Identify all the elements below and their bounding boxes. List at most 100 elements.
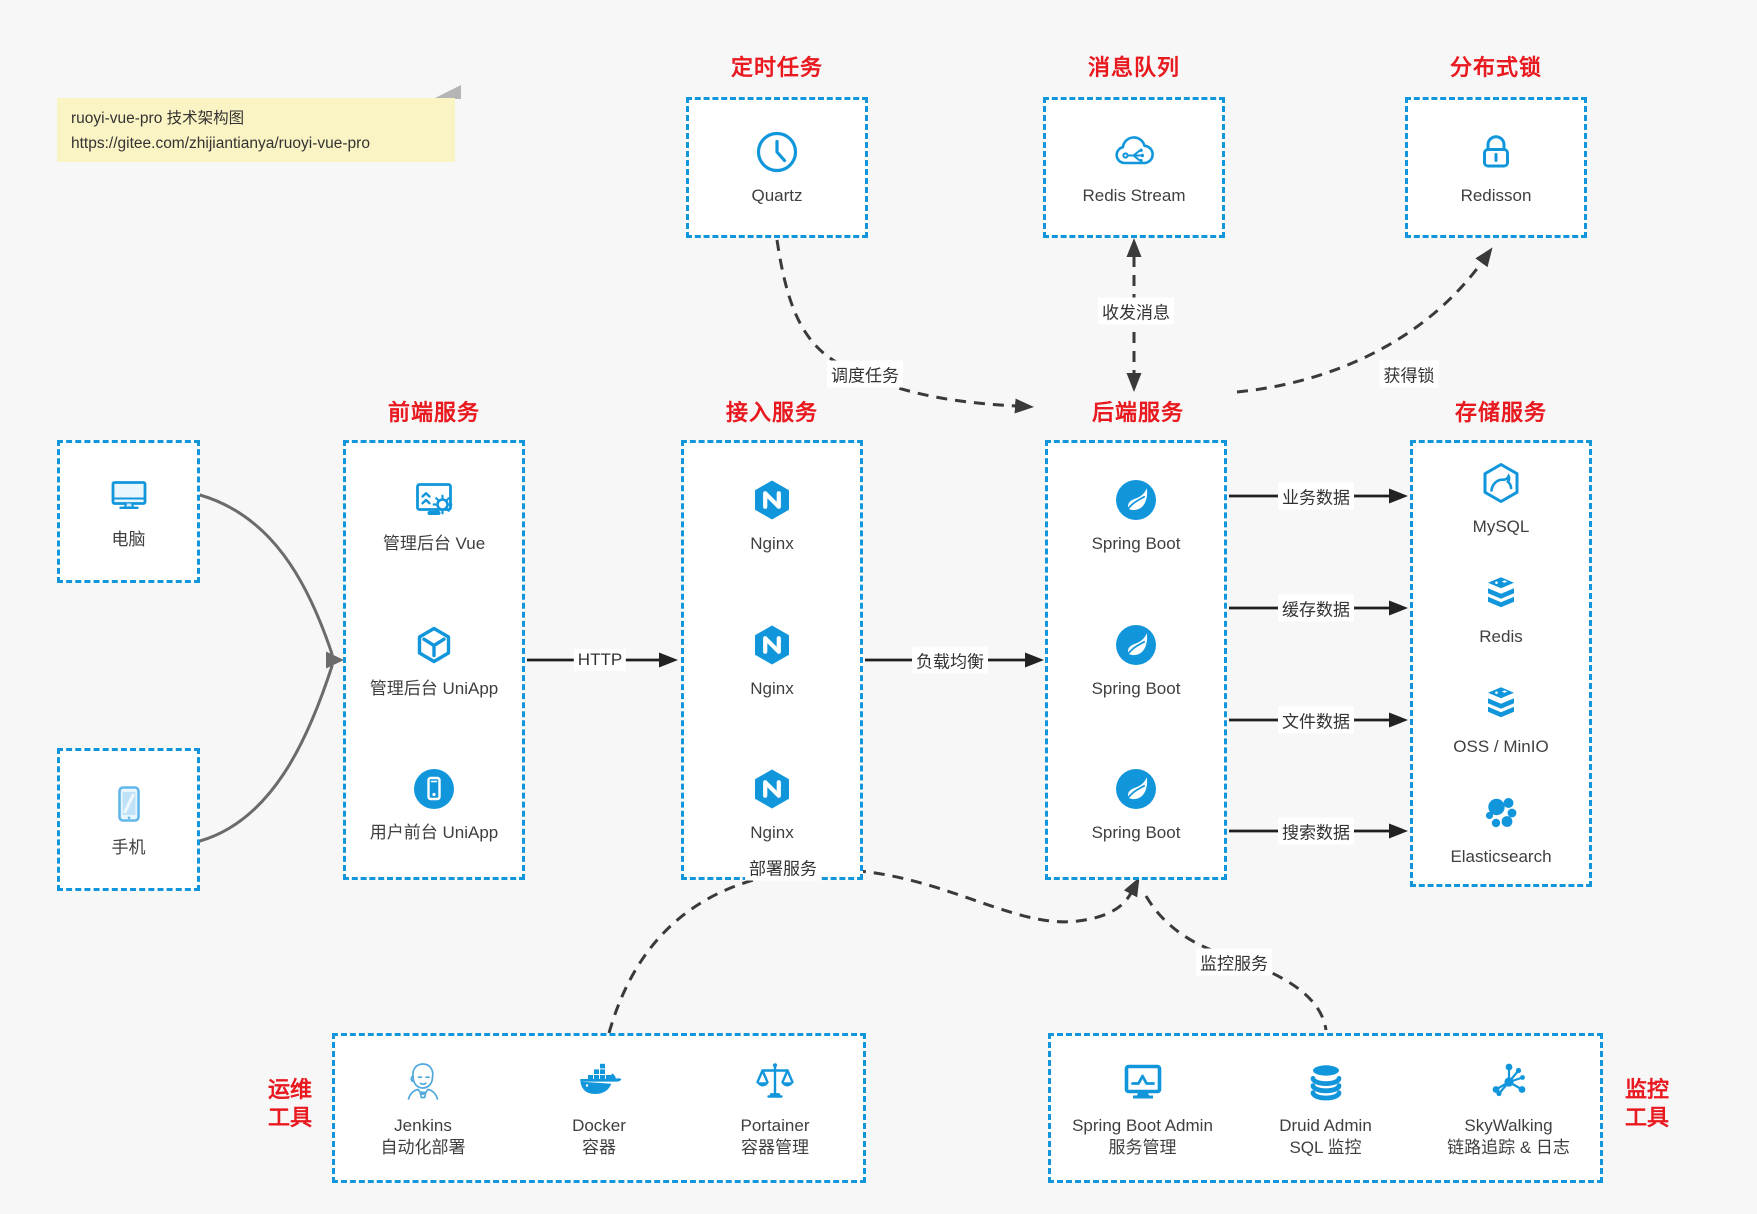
item-label: Spring Boot: [1091, 823, 1181, 843]
list-item: Nginx: [684, 588, 860, 733]
list-item: 管理后台 Vue: [346, 443, 522, 588]
item-label: Spring Boot: [1091, 678, 1181, 698]
item-label: 管理后台 Vue: [382, 533, 486, 553]
list-item: Spring Boot: [1048, 732, 1224, 877]
spring-boot-icon: [1112, 765, 1160, 813]
storage-box: MySQL Redis OSS / MinIO Elasticsearch: [1410, 440, 1592, 887]
list-item: Spring Boot Admin 服务管理: [1051, 1036, 1234, 1180]
pc-box: 电脑: [57, 440, 200, 583]
quartz-box: Quartz: [686, 97, 868, 238]
title-lock: 分布式锁: [1449, 55, 1543, 80]
item-sublabel: 自动化部署: [380, 1137, 466, 1157]
list-item: 电脑: [60, 443, 197, 580]
list-item: Redisson: [1408, 100, 1584, 235]
item-label: SkyWalking: [1464, 1115, 1553, 1135]
list-item: SkyWalking 链路追踪 & 日志: [1417, 1036, 1600, 1180]
lock-icon: [1472, 128, 1520, 176]
list-item: Jenkins 自动化部署: [335, 1036, 511, 1180]
item-label: Docker: [572, 1115, 626, 1135]
edge-label-messaging: 收发消息: [1098, 297, 1174, 325]
list-item: Redis Stream: [1046, 100, 1222, 235]
list-item: Elasticsearch: [1413, 774, 1589, 884]
item-label: Quartz: [751, 186, 803, 205]
gateway-box: Nginx Nginx Nginx: [681, 440, 863, 880]
list-item: Spring Boot: [1048, 588, 1224, 733]
item-label: Druid Admin: [1279, 1115, 1372, 1135]
sticky-note: ruoyi-vue-pro 技术架构图 https://gitee.com/zh…: [57, 98, 455, 162]
list-item: Docker 容器: [511, 1036, 687, 1180]
edge-label-load-balance: 负载均衡: [912, 646, 988, 674]
title-storage: 存储服务: [1454, 400, 1548, 425]
item-label: Redis Stream: [1082, 186, 1186, 205]
client-merge-arrowhead: [326, 651, 344, 669]
list-item: Nginx: [684, 732, 860, 877]
item-sublabel: SQL 监控: [1289, 1137, 1362, 1157]
list-item: 用户前台 UniApp: [346, 732, 522, 877]
item-label: Nginx: [750, 533, 794, 553]
monitor-tools-box: Spring Boot Admin 服务管理 Druid Admin SQL 监…: [1048, 1033, 1603, 1183]
desktop-icon: [105, 472, 153, 520]
edge-label-cache-data: 缓存数据: [1278, 594, 1354, 622]
cloud-network-icon: [1110, 128, 1158, 176]
list-item: Quartz: [689, 100, 865, 235]
docker-icon: [575, 1058, 623, 1106]
note-url: https://gitee.com/zhijiantianya/ruoyi-vu…: [71, 135, 370, 152]
nginx-icon: [748, 765, 796, 813]
spring-boot-admin-icon: [1119, 1058, 1167, 1106]
edge-label-deploy: 部署服务: [745, 853, 821, 881]
ops-tools-box: Jenkins 自动化部署 Docker 容器 Portainer 容器管理: [332, 1033, 866, 1183]
title-frontend: 前端服务: [387, 400, 481, 425]
item-label: OSS / MinIO: [1453, 737, 1549, 757]
item-sublabel: 容器管理: [740, 1137, 809, 1157]
druid-database-icon: [1302, 1058, 1350, 1106]
note-title: ruoyi-vue-pro 技术架构图: [71, 110, 245, 127]
item-sublabel: 容器: [581, 1137, 616, 1157]
redisson-box: Redisson: [1405, 97, 1587, 238]
redis-stream-box: Redis Stream: [1043, 97, 1225, 238]
item-label: 用户前台 UniApp: [369, 823, 499, 843]
client-merge-curves: [198, 493, 334, 843]
spring-boot-icon: [1112, 476, 1160, 524]
list-item: MySQL: [1413, 443, 1589, 553]
title-backend: 后端服务: [1091, 400, 1185, 425]
item-label: Portainer: [740, 1115, 810, 1135]
item-label: 手机: [111, 838, 146, 857]
jenkins-icon: [399, 1058, 447, 1106]
edge-label-business-data: 业务数据: [1278, 482, 1354, 510]
note-fold-corner: [433, 85, 461, 99]
admin-vue-icon: [410, 476, 458, 524]
title-mq: 消息队列: [1087, 55, 1181, 80]
list-item: Portainer 容器管理: [687, 1036, 863, 1180]
title-ops: 运维 工具: [267, 1077, 313, 1130]
item-label: 电脑: [111, 530, 146, 549]
item-label: 管理后台 UniApp: [369, 678, 499, 698]
item-label: Elasticsearch: [1450, 847, 1552, 867]
item-label: Jenkins: [394, 1115, 452, 1135]
edge-label-search-data: 搜索数据: [1278, 817, 1354, 845]
list-item: Redis: [1413, 553, 1589, 663]
item-sublabel: 服务管理: [1108, 1137, 1177, 1157]
item-sublabel: 链路追踪 & 日志: [1447, 1137, 1570, 1157]
item-label: MySQL: [1472, 516, 1530, 536]
edge-label-http: HTTP: [573, 649, 627, 671]
clock-icon: [753, 128, 801, 176]
list-item: OSS / MinIO: [1413, 664, 1589, 774]
cube-icon: [410, 621, 458, 669]
item-label: Spring Boot: [1091, 533, 1181, 553]
title-monitor: 监控 工具: [1624, 1077, 1670, 1130]
mysql-icon: [1477, 459, 1525, 507]
backend-box: Spring Boot Spring Boot Spring Boot: [1045, 440, 1227, 880]
item-label: Redisson: [1460, 186, 1532, 205]
item-label: Spring Boot Admin: [1072, 1115, 1213, 1135]
list-item: Nginx: [684, 443, 860, 588]
edge-label-get-lock: 获得锁: [1379, 360, 1439, 388]
redis-stack-icon: [1477, 569, 1525, 617]
item-label: Nginx: [750, 823, 794, 843]
item-label: Redis: [1479, 626, 1523, 646]
title-gateway: 接入服务: [725, 400, 819, 425]
spring-boot-icon: [1112, 621, 1160, 669]
edge-label-file-data: 文件数据: [1278, 706, 1354, 734]
portainer-icon: [751, 1058, 799, 1106]
phone-icon: [105, 780, 153, 828]
